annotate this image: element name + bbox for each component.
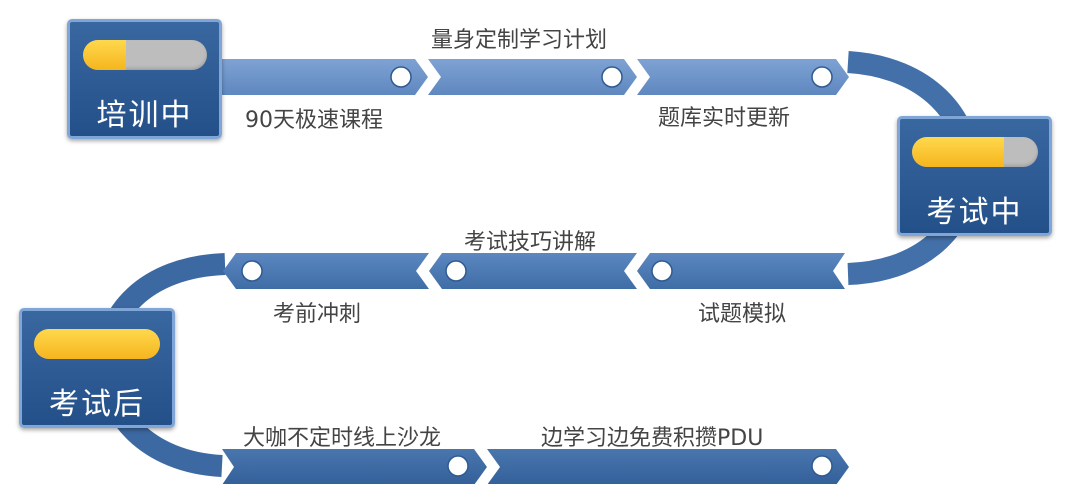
milestone-dot-3 bbox=[811, 66, 833, 88]
milestone-dot-6 bbox=[241, 260, 263, 282]
step-label-1: 90天极速课程 bbox=[245, 108, 383, 133]
milestone-dot-5 bbox=[445, 260, 467, 282]
progress-bar-after-exam bbox=[34, 329, 160, 359]
arrow-segment-4 bbox=[637, 253, 845, 289]
arrow-segment-6 bbox=[223, 253, 429, 289]
milestone-dots bbox=[241, 66, 833, 477]
progress-bar-exam bbox=[912, 137, 1038, 167]
arrow-segment-7 bbox=[222, 449, 487, 484]
step-label-2: 量身定制学习计划 bbox=[431, 28, 608, 53]
arrow-segment-8 bbox=[487, 449, 849, 484]
progress-fill-after-exam bbox=[34, 329, 160, 359]
step-label-7: 大咖不定时线上沙龙 bbox=[243, 426, 442, 451]
arrow-segment-3 bbox=[637, 59, 849, 95]
step-label-6: 考前冲刺 bbox=[273, 302, 362, 327]
progress-fill-exam bbox=[912, 137, 1004, 167]
progress-fill-training bbox=[83, 40, 127, 70]
arrow-segment-2 bbox=[428, 59, 637, 95]
stage-box-training: 培训中 bbox=[67, 19, 222, 139]
step-label-5: 考试技巧讲解 bbox=[464, 230, 597, 255]
arrow-segment-5 bbox=[429, 253, 637, 289]
stage-title-training: 培训中 bbox=[96, 98, 193, 133]
step-label-4: 试题模拟 bbox=[698, 302, 787, 327]
arrow-segment-1 bbox=[222, 59, 428, 95]
stage-title-exam: 考试中 bbox=[926, 195, 1023, 230]
milestone-dot-7 bbox=[447, 455, 469, 477]
step-label-8: 边学习边免费积攒PDU bbox=[541, 426, 764, 451]
milestone-dot-2 bbox=[601, 66, 623, 88]
stage-title-after-exam: 考试后 bbox=[49, 387, 145, 422]
stage-box-after-exam: 考试后 bbox=[19, 308, 175, 428]
step-label-3: 题库实时更新 bbox=[658, 106, 791, 131]
milestone-dot-4 bbox=[651, 260, 673, 282]
milestone-dot-1 bbox=[390, 66, 412, 88]
progress-bar-training bbox=[83, 40, 207, 70]
stage-box-exam: 考试中 bbox=[897, 116, 1052, 236]
milestone-dot-8 bbox=[811, 455, 833, 477]
